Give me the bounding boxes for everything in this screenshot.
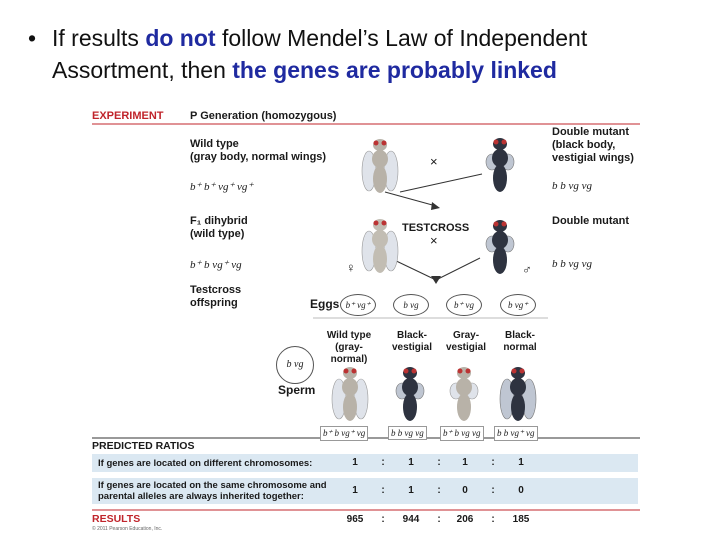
row2-label: If genes are located on the same chromos… (98, 480, 327, 502)
testcross-line-right (435, 257, 481, 281)
double-mutant-line-2: (black body, (552, 139, 616, 151)
double-mutant-label: Double mutant (black body, vestigial win… (552, 126, 634, 165)
fly-double-mutant-f1 (485, 220, 515, 274)
result-value-2: 944 (402, 514, 420, 525)
fly-offspring-black-normal (499, 367, 537, 421)
double-mutant-f1-genotype: b b vg vg (552, 258, 593, 270)
predicted-ratios-label: PREDICTED RATIOS (92, 440, 195, 452)
row1-colon-1: : (381, 457, 385, 468)
f1-label: F₁ dihybrid (wild type) (190, 215, 248, 241)
phenotype-4-line-1: Black- (504, 330, 535, 341)
row1-label: If genes are located on different chromo… (98, 458, 313, 469)
row1-value-1: 1 (352, 457, 358, 468)
testcross-label: TESTCROSS (402, 222, 470, 234)
testcross-offspring-line-2: offspring (190, 297, 238, 309)
phenotype-header-4: Black- normal (490, 330, 550, 354)
offspring-genotype-3: b⁺ b vg vg (440, 426, 484, 441)
result-colon-2: : (437, 514, 441, 525)
row1-colon-3: : (491, 457, 495, 468)
double-mutant-genotype: b b vg vg (552, 180, 593, 192)
row2-colon-3: : (491, 485, 495, 496)
double-mutant-line-3: vestigial wings) (552, 152, 634, 164)
male-symbol: ♂ (522, 262, 532, 277)
female-symbol: ♀ (346, 260, 356, 275)
phenotype-1-line-1: Wild type (326, 330, 372, 341)
row1-value-2: 1 (408, 457, 414, 468)
row2-value-4: 0 (518, 485, 524, 496)
phenotype-1-line-2: (gray-normal) (330, 342, 368, 365)
ratio-row-same-chromosome: If genes are located on the same chromos… (92, 478, 638, 504)
fly-offspring-black-vestigial (395, 367, 425, 421)
result-colon-1: : (381, 514, 385, 525)
row2-label-line-2: parental alleles are always inherited to… (98, 491, 304, 502)
cross-line-left (384, 191, 437, 207)
cross-symbol-2: × (430, 233, 438, 248)
arrow-head-2 (431, 276, 441, 284)
row1-value-3: 1 (462, 457, 468, 468)
egg-bubble-3: b⁺ vg (446, 294, 482, 316)
testcross-offspring-label: Testcross offspring (190, 284, 241, 310)
f1-genotype: b⁺ b vg⁺ vg (190, 259, 242, 271)
eggs-label: Eggs (310, 297, 340, 311)
phenotype-header-2: Black- vestigial (382, 330, 442, 354)
p-generation-label: P Generation (homozygous) (190, 110, 337, 122)
testcross-line-left (389, 257, 437, 281)
row2-value-1: 1 (352, 485, 358, 496)
phenotype-2-line-1: Black- (396, 330, 427, 341)
result-value-1: 965 (346, 514, 364, 525)
arrow-head-1 (431, 202, 440, 210)
row2-label-line-1: If genes are located on the same chromos… (98, 480, 327, 491)
sperm-bubble: b vg (276, 346, 314, 384)
offspring-genotype-1: b⁺ b vg⁺ vg (320, 426, 369, 441)
row2-colon-1: : (381, 485, 385, 496)
fly-offspring-gray-vestigial (449, 367, 479, 421)
ratio-row-different-chromosomes: If genes are located on different chromo… (92, 454, 638, 472)
f1-line-2: (wild type) (190, 228, 245, 240)
fly-f1-dihybrid (361, 219, 399, 273)
cross-line-right (399, 173, 483, 193)
wild-type-line-1: Wild type (190, 138, 239, 150)
double-mutant-f1-label: Double mutant (552, 215, 629, 227)
row2-value-3: 0 (462, 485, 468, 496)
row1-colon-2: : (437, 457, 441, 468)
wild-type-line-2: (gray body, normal wings) (190, 151, 327, 163)
wild-type-label: Wild type (gray body, normal wings) (190, 138, 326, 164)
results-label: RESULTS (92, 513, 141, 525)
testcross-offspring-line-1: Testcross (190, 284, 242, 296)
row2-colon-2: : (437, 485, 441, 496)
f1-line-1: F₁ dihybrid (190, 215, 248, 227)
phenotype-header-1: Wild type (gray-normal) (319, 330, 379, 366)
wild-type-genotype: b⁺ b⁺ vg⁺ vg⁺ (190, 181, 254, 193)
offspring-genotype-4: b b vg⁺ vg (494, 426, 538, 441)
bullet-text-a: If results (52, 25, 146, 51)
phenotype-4-line-2: normal (503, 342, 537, 353)
fly-double-mutant-p (485, 138, 515, 192)
result-value-4: 185 (512, 514, 530, 525)
bullet-text-c: follow Mendel’s Law of Independent Assor… (52, 25, 588, 83)
bullet-text: If results do not follow Mendel’s Law of… (52, 22, 702, 86)
egg-bubble-4: b vg⁺ (500, 294, 536, 316)
sperm-label: Sperm (278, 383, 316, 397)
phenotype-3-line-2: vestigial (445, 342, 487, 353)
result-value-3: 206 (456, 514, 474, 525)
copyright-text: © 2011 Pearson Education, Inc. (92, 526, 163, 532)
bullet-dot: • (28, 25, 37, 51)
double-mutant-line-1: Double mutant (552, 126, 629, 138)
offspring-genotype-2: b b vg vg (388, 426, 427, 440)
egg-bubble-2: b vg (393, 294, 429, 316)
row1-value-4: 1 (518, 457, 524, 468)
phenotype-3-line-1: Gray- (452, 330, 480, 341)
phenotype-header-3: Gray- vestigial (436, 330, 496, 354)
fly-wild-type-p (361, 139, 399, 193)
result-colon-3: : (491, 514, 495, 525)
fly-offspring-gray-normal (331, 367, 369, 421)
bullet-emphasis-do-not: do not (145, 25, 216, 51)
phenotype-2-line-2: vestigial (391, 342, 433, 353)
row2-value-2: 1 (408, 485, 414, 496)
experiment-label: EXPERIMENT (92, 110, 164, 122)
cross-symbol-1: × (430, 154, 438, 169)
bullet-emphasis-linked: the genes are probably linked (232, 57, 557, 83)
egg-bubble-1: b⁺ vg⁺ (340, 294, 376, 316)
